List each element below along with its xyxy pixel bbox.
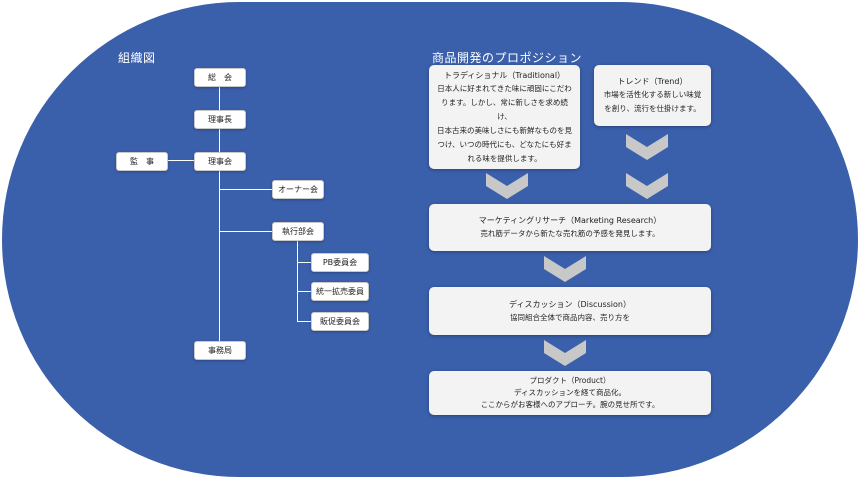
pb-committee-node: PB委員会 xyxy=(311,253,369,272)
board-node: 理事会 xyxy=(194,152,246,171)
auditor-node: 監 事 xyxy=(116,152,168,171)
trend-title: トレンド（Trend） xyxy=(617,77,688,86)
pb-connector xyxy=(297,262,311,263)
proposition-title: 商品開発のプロポジション xyxy=(432,51,583,65)
executive-connector xyxy=(219,231,272,232)
traditional-title: トラディショナル（Traditional） xyxy=(443,70,566,80)
sales-committee-node: 販促委員会 xyxy=(311,312,369,331)
auditor-connector xyxy=(166,160,194,161)
traditional-card: トラディショナル（Traditional） 日本人に好まれてきた味に頑固にこだわ… xyxy=(429,65,580,169)
traditional-body: 日本人に好まれてきた味に頑固にこだわ ります。しかし、常に新しさを求め続け、 日… xyxy=(437,83,572,163)
marketing-research-body: 売れ筋データから新たな売れ筋の予感を発見します。 xyxy=(480,229,660,238)
discussion-body: 協同組合全体で商品内容、売り方を xyxy=(510,312,630,322)
discussion-title: ディスカッション（Discussion） xyxy=(509,299,631,309)
purchasing-connector xyxy=(297,291,311,292)
marketing-research-card: マーケティングリサーチ（Marketing Research） 売れ筋データから… xyxy=(429,204,711,251)
chairman-node: 理事長 xyxy=(194,110,246,129)
product-body: ディスカッションを経て商品化。 ここからがお客様へのアプローチ。腕の見せ所です。 xyxy=(480,388,660,409)
marketing-research-title: マーケティングリサーチ（Marketing Research） xyxy=(478,216,662,225)
chevron-down-icon xyxy=(544,256,586,282)
owners-connector xyxy=(219,189,272,190)
committee-connector xyxy=(297,239,298,322)
executive-node: 執行部会 xyxy=(272,222,324,241)
owners-node: オーナー会 xyxy=(272,180,324,199)
secretariat-node: 事務局 xyxy=(194,341,246,360)
trend-card: トレンド（Trend） 市場を活性化する新しい味覚 を創り、流行を仕掛けます。 xyxy=(594,65,711,126)
chevron-down-icon xyxy=(626,173,668,199)
org-main-connector xyxy=(219,86,220,350)
general-meeting-node: 総 会 xyxy=(194,68,246,87)
trend-body: 市場を活性化する新しい味覚 を創り、流行を仕掛けます。 xyxy=(603,90,702,113)
chevron-down-icon xyxy=(544,340,586,366)
discussion-card: ディスカッション（Discussion） 協同組合全体で商品内容、売り方を xyxy=(429,287,711,335)
chevron-down-icon xyxy=(486,173,528,199)
sales-connector xyxy=(297,321,311,322)
org-chart-title: 組織図 xyxy=(118,51,156,65)
chevron-down-icon xyxy=(626,134,668,160)
product-card: プロダクト（Product） ディスカッションを経て商品化。 ここからがお客様へ… xyxy=(429,371,711,415)
product-title: プロダクト（Product） xyxy=(529,376,611,385)
purchasing-committee-node: 統一拡売委員 xyxy=(311,282,369,301)
